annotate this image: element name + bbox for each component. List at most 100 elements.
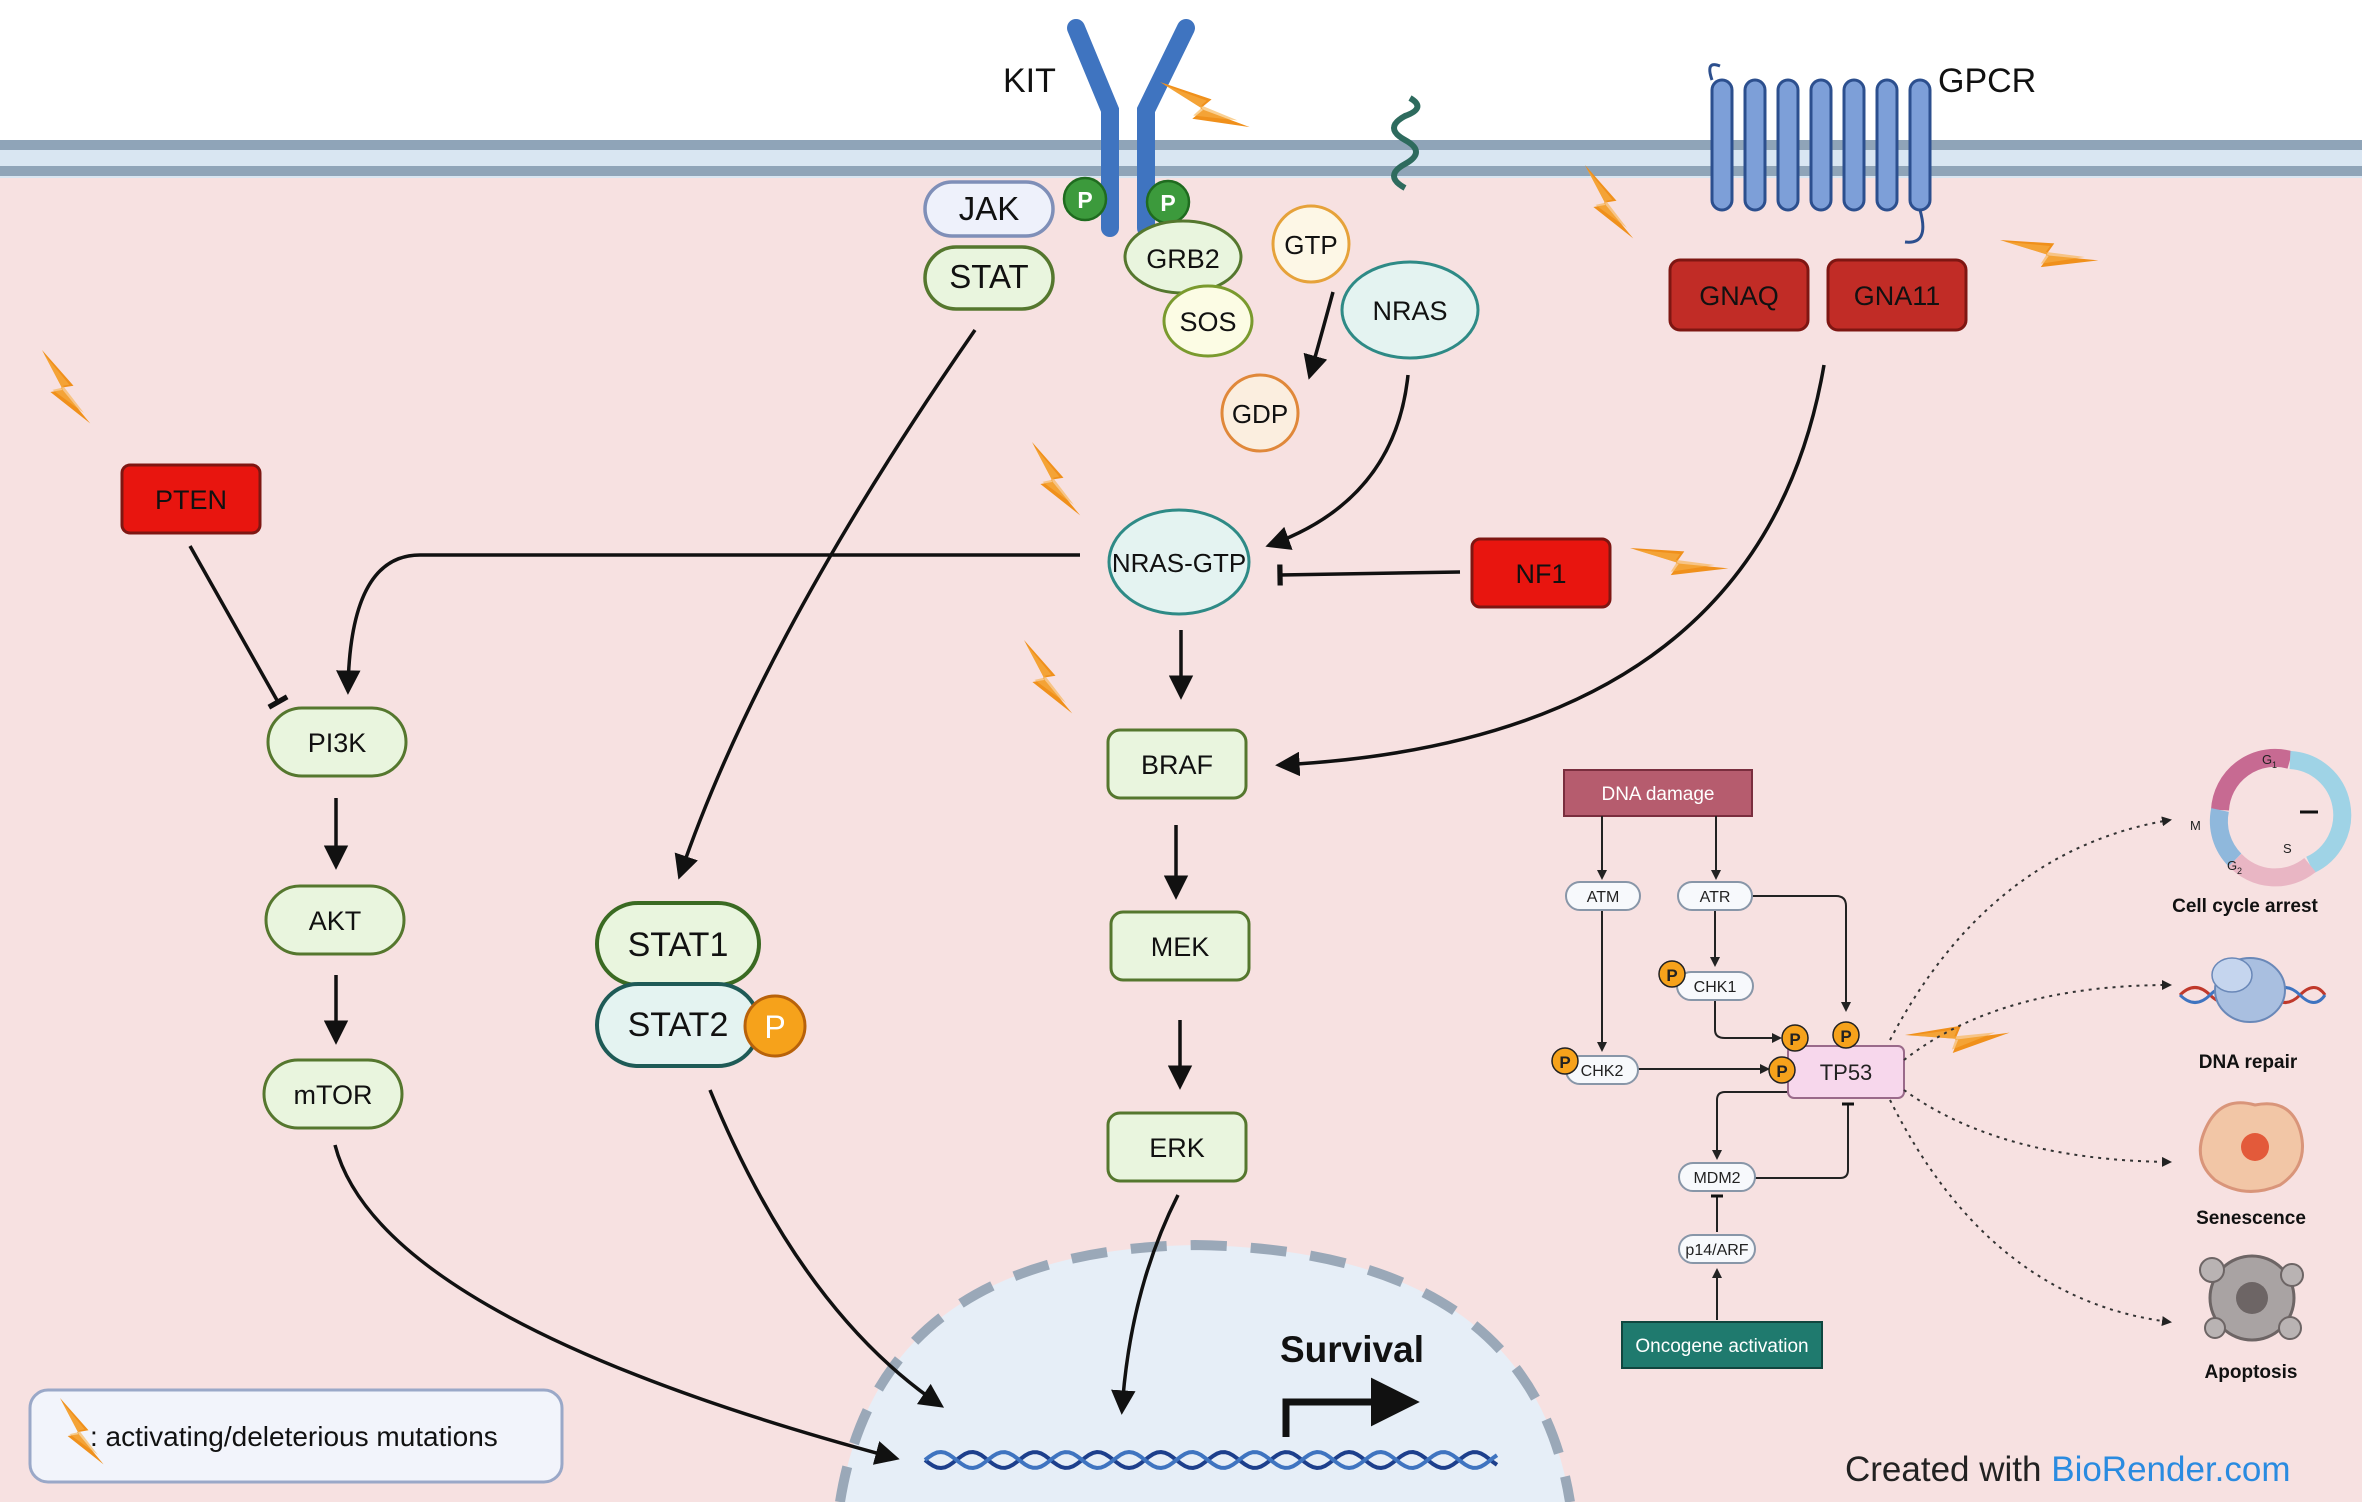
grb2-label: GRB2 [1146,244,1220,274]
nf1-node [1470,537,1612,609]
oncogene-activation-label: Oncogene activation [1635,1336,1808,1357]
p14arf-node [1678,1234,1756,1264]
credit-prefix: Created with [1845,1450,2051,1489]
dna-damage-node [1563,769,1753,817]
tp53-to-cell-cycle-arrest-arrow [1889,816,2172,1041]
jak-label: JAK [959,190,1020,227]
atr-label: ATR [1700,889,1731,906]
phospho-icon [1658,960,1686,988]
gtp-to-gdp-arrow [1303,291,1335,380]
dna-helix-icon [923,1449,1499,1471]
legend-text: : activating/deleterious mutations [90,1421,498,1452]
cell-membrane [0,140,2362,178]
tp53-to-apoptosis-arrow [1889,1099,2172,1326]
phospho-label: P [1776,1062,1787,1081]
akt-node [264,884,406,956]
erk-node [1106,1111,1248,1183]
phase-g1-label: G [2262,752,2272,767]
phospho-icon [1832,1021,1860,1049]
nras-gtp-node [1107,508,1251,616]
survival-label: Survival [1280,1329,1424,1370]
nrasgtp-to-pi3k-arrow [336,553,1080,695]
atm-label: ATM [1587,889,1620,906]
chk1-to-tp53-arrow [1714,1000,1782,1043]
sos-label: SOS [1179,307,1236,337]
mdm2-label: MDM2 [1693,1170,1740,1187]
phospho-label: P [1840,1027,1851,1046]
nras-anchor-icon [1391,95,1421,191]
phospho-icon [1768,1056,1796,1084]
pten-label: PTEN [155,485,227,515]
gdp-label: GDP [1232,399,1288,429]
apoptosis-label: Apoptosis [2205,1362,2298,1383]
stat-node [923,245,1055,311]
mdm2-inhibits-tp53 [1752,1102,1854,1179]
mdm2-node [1678,1162,1756,1192]
braf-node [1106,728,1248,800]
transcription-start-icon [1282,1377,1420,1437]
gna11-label: GNA11 [1854,281,1941,311]
phospho-label: P [1666,966,1677,985]
erk-label: ERK [1149,1133,1205,1163]
phospho-icon [1062,176,1108,222]
phospho-icon [1551,1047,1579,1075]
apoptosis-cell-icon [2199,1254,2304,1342]
phase-g2-sub: 2 [2237,866,2242,876]
tp53-to-dna-repair-arrow [1903,980,2172,1061]
gnaq-label: GNAQ [1699,281,1779,311]
jak-node [923,180,1055,238]
stat2-label: STAT2 [628,1006,729,1044]
phospho-label: P [1789,1030,1800,1049]
dna-repair-icon [2178,957,2327,1023]
gtp-label: GTP [1284,230,1337,260]
nras-node [1340,260,1480,360]
mek-label: MEK [1151,932,1210,962]
nras-label: NRAS [1372,296,1447,326]
nf1-inhibits-nrasgtp [1277,564,1461,586]
stat-to-stat1-arrow [674,329,977,880]
phospho-label: P [1160,190,1175,216]
phase-g2-label: G [2227,858,2237,873]
pten-inhibits-pi3k [188,545,289,710]
chk2-label: CHK2 [1581,1063,1624,1080]
nras-to-nrasgtp-arrow [1265,374,1410,550]
nuclear-envelope [835,1239,1575,1502]
nucleus [840,1245,1570,1502]
dna-repair-label: DNA repair [2199,1052,2298,1073]
credit-text: Created with BioRender.com [1845,1450,2291,1489]
cell-cycle-arrest-label: Cell cycle arrest [2172,896,2318,917]
pten-node [120,463,262,535]
phospho-icon [1781,1024,1809,1052]
braf-label: BRAF [1141,750,1213,780]
atm-node [1565,881,1641,911]
cell-cycle-icon: G 1 S G 2 M [2190,748,2352,887]
pi3k-node [266,706,408,778]
senescence-cell-icon [2198,1101,2304,1193]
nras-gtp-label: NRAS-GTP [1112,548,1246,578]
gdp-node [1220,373,1300,453]
atr-to-tp53-arrow [1752,895,1851,1012]
gnaq-node [1668,258,1810,332]
phase-g1-sub: 1 [2272,760,2277,770]
gna11-node [1826,258,1968,332]
kit-receptor-icon [1067,19,1195,237]
mek-node [1109,910,1251,982]
phospho-icon [743,994,807,1058]
nf1-label: NF1 [1515,559,1566,589]
p14arf-label: p14/ARF [1685,1242,1748,1259]
mtor-to-dna-arrow [333,1144,900,1465]
gpcr-label: GPCR [1938,62,2036,100]
stat-label: STAT [949,258,1028,295]
stat-to-dna-arrow [708,1089,945,1408]
phospho-label: P [764,1009,785,1045]
credit-brand-link[interactable]: BioRender.com [2051,1450,2290,1489]
pi3k-label: PI3K [308,728,367,758]
phase-s-label: S [2283,841,2292,856]
mtor-label: mTOR [294,1080,373,1110]
mtor-node [262,1058,404,1130]
gpcr-icon [1708,63,1932,244]
tp53-label: TP53 [1820,1060,1873,1085]
akt-label: AKT [309,906,362,936]
phospho-badges: P P P P P [1551,960,1860,1084]
